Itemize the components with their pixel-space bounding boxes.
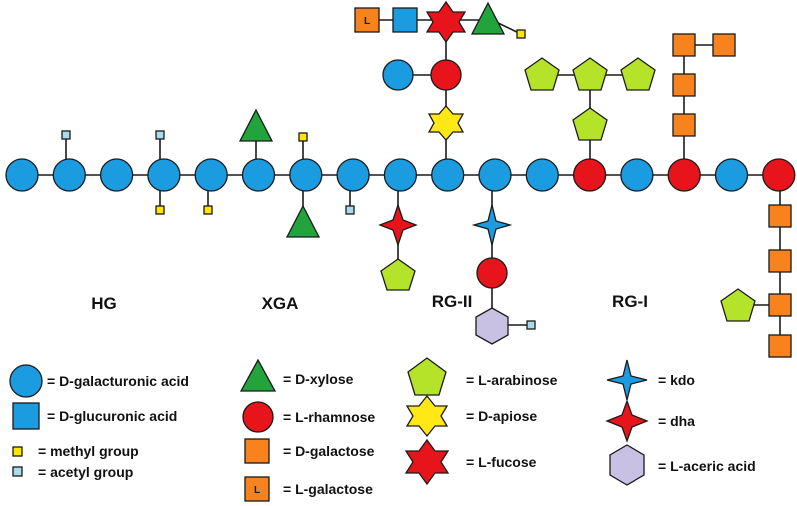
fucose-star bbox=[425, 0, 467, 44]
legend-rhamnose-icon bbox=[242, 401, 274, 433]
glucuronic-acid-square bbox=[392, 7, 418, 33]
backbone-rhamnose-circle bbox=[667, 158, 701, 192]
acetyl-group-marker bbox=[526, 320, 536, 330]
backbone-galacturonic-acid-circle bbox=[147, 158, 181, 192]
arabinose-pentagon bbox=[720, 288, 756, 322]
legend-arabinose: = L-arabinose bbox=[466, 372, 558, 388]
dha-star bbox=[378, 202, 418, 248]
legend-glucuronic-acid: = D-glucuronic acid bbox=[47, 408, 177, 424]
arabinose-pentagon bbox=[572, 107, 608, 141]
xylose-triangle bbox=[285, 204, 321, 238]
backbone-rhamnose-circle bbox=[572, 158, 607, 192]
rhamnose-circle bbox=[430, 59, 462, 91]
galactose-square bbox=[712, 33, 736, 57]
backbone-galacturonic-acid-circle bbox=[336, 158, 370, 192]
backbone-galacturonic-acid-circle bbox=[194, 158, 228, 192]
backbone-chain bbox=[5, 158, 796, 192]
legend-l-galactose: = L-galactose bbox=[283, 481, 373, 497]
backbone-galacturonic-acid-circle bbox=[5, 158, 39, 192]
backbone-galacturonic-acid-circle bbox=[241, 158, 276, 192]
backbone-galacturonic-acid-circle bbox=[620, 158, 654, 192]
backbone-galacturonic-acid-circle bbox=[99, 158, 134, 192]
region-label-rg1: RG-I bbox=[612, 292, 648, 311]
backbone-rhamnose-circle bbox=[762, 158, 796, 192]
legend-fucose: = L-fucose bbox=[466, 454, 537, 470]
legend-dha-icon bbox=[605, 399, 649, 443]
arabinose-pentagon bbox=[524, 57, 560, 91]
legend-methyl-group-icon bbox=[12, 446, 23, 457]
methyl-group-marker bbox=[516, 29, 526, 39]
region-label-hg: HG bbox=[91, 294, 117, 313]
substituents: L bbox=[61, 0, 792, 358]
galactose-square bbox=[768, 204, 792, 228]
acetyl-group-marker bbox=[345, 205, 355, 215]
legend-aceric-acid: = L-aceric acid bbox=[658, 458, 756, 474]
legend-acetyl-group-icon bbox=[12, 466, 23, 477]
legend-galacturonic-acid-icon bbox=[9, 364, 43, 398]
kdo-star bbox=[471, 204, 513, 246]
aceric-acid-hexagon bbox=[475, 307, 509, 345]
legend-l-galactose-icon bbox=[244, 476, 270, 502]
methyl-group-marker bbox=[298, 132, 308, 142]
legend-apiose: = D-apiose bbox=[466, 408, 537, 424]
galactose-square bbox=[768, 334, 792, 358]
galactose-square bbox=[768, 293, 792, 317]
legend-aceric-acid-icon bbox=[609, 444, 645, 486]
legend-galacturonic-acid: = D-galacturonic acid bbox=[47, 373, 189, 389]
legend-acetyl-group: = acetyl group bbox=[38, 464, 133, 480]
xylose-triangle bbox=[238, 108, 274, 142]
region-labels: HG XGA RG-II RG-I bbox=[91, 292, 648, 313]
legend-arabinose-icon bbox=[407, 357, 447, 396]
legend-glucuronic-acid-icon bbox=[12, 402, 40, 430]
legend-galactose-icon bbox=[244, 438, 270, 464]
galactose-square bbox=[768, 249, 792, 273]
backbone-galacturonic-acid-circle bbox=[525, 158, 559, 192]
arabinose-pentagon bbox=[620, 57, 656, 91]
legend-l-galactose-mark: L bbox=[254, 485, 260, 496]
rhamnose-circle bbox=[476, 257, 508, 289]
l-galactose-square bbox=[354, 7, 380, 33]
backbone-galacturonic-acid-circle bbox=[714, 158, 749, 192]
arabinose-pentagon bbox=[380, 258, 416, 291]
galactose-square bbox=[672, 113, 696, 137]
apiose-star bbox=[427, 105, 465, 141]
galacturonic-acid-circle bbox=[382, 59, 414, 91]
legend: = D-galacturonic acid = D-glucuronic aci… bbox=[9, 357, 756, 502]
methyl-group-marker bbox=[155, 205, 165, 215]
legend-apiose-icon bbox=[405, 394, 449, 438]
acetyl-group-marker bbox=[155, 130, 165, 140]
backbone-galacturonic-acid-circle bbox=[431, 158, 465, 192]
l-galactose-mark: L bbox=[364, 16, 370, 27]
legend-xylose: = D-xylose bbox=[283, 371, 354, 387]
backbone-galacturonic-acid-circle bbox=[52, 158, 86, 192]
legend-xylose-icon bbox=[239, 358, 277, 392]
region-label-xga: XGA bbox=[262, 294, 299, 313]
arabinose-pentagon bbox=[572, 57, 608, 91]
galactose-square bbox=[672, 33, 696, 57]
legend-dha: = dha bbox=[658, 413, 695, 429]
region-label-rg2: RG-II bbox=[432, 292, 473, 311]
backbone-galacturonic-acid-circle bbox=[289, 158, 323, 192]
galactose-square bbox=[672, 73, 696, 97]
legend-galactose: = D-galactose bbox=[283, 443, 375, 459]
legend-kdo-icon bbox=[606, 359, 648, 401]
methyl-group-marker bbox=[203, 205, 213, 215]
xylose-triangle bbox=[470, 1, 506, 35]
legend-methyl-group: = methyl group bbox=[38, 443, 139, 459]
backbone-galacturonic-acid-circle bbox=[383, 158, 418, 192]
legend-rhamnose: = L-rhamnose bbox=[283, 409, 375, 425]
legend-fucose-icon bbox=[404, 438, 450, 486]
legend-kdo: = kdo bbox=[658, 372, 695, 388]
backbone-galacturonic-acid-circle bbox=[478, 158, 512, 192]
acetyl-group-marker bbox=[61, 130, 71, 140]
